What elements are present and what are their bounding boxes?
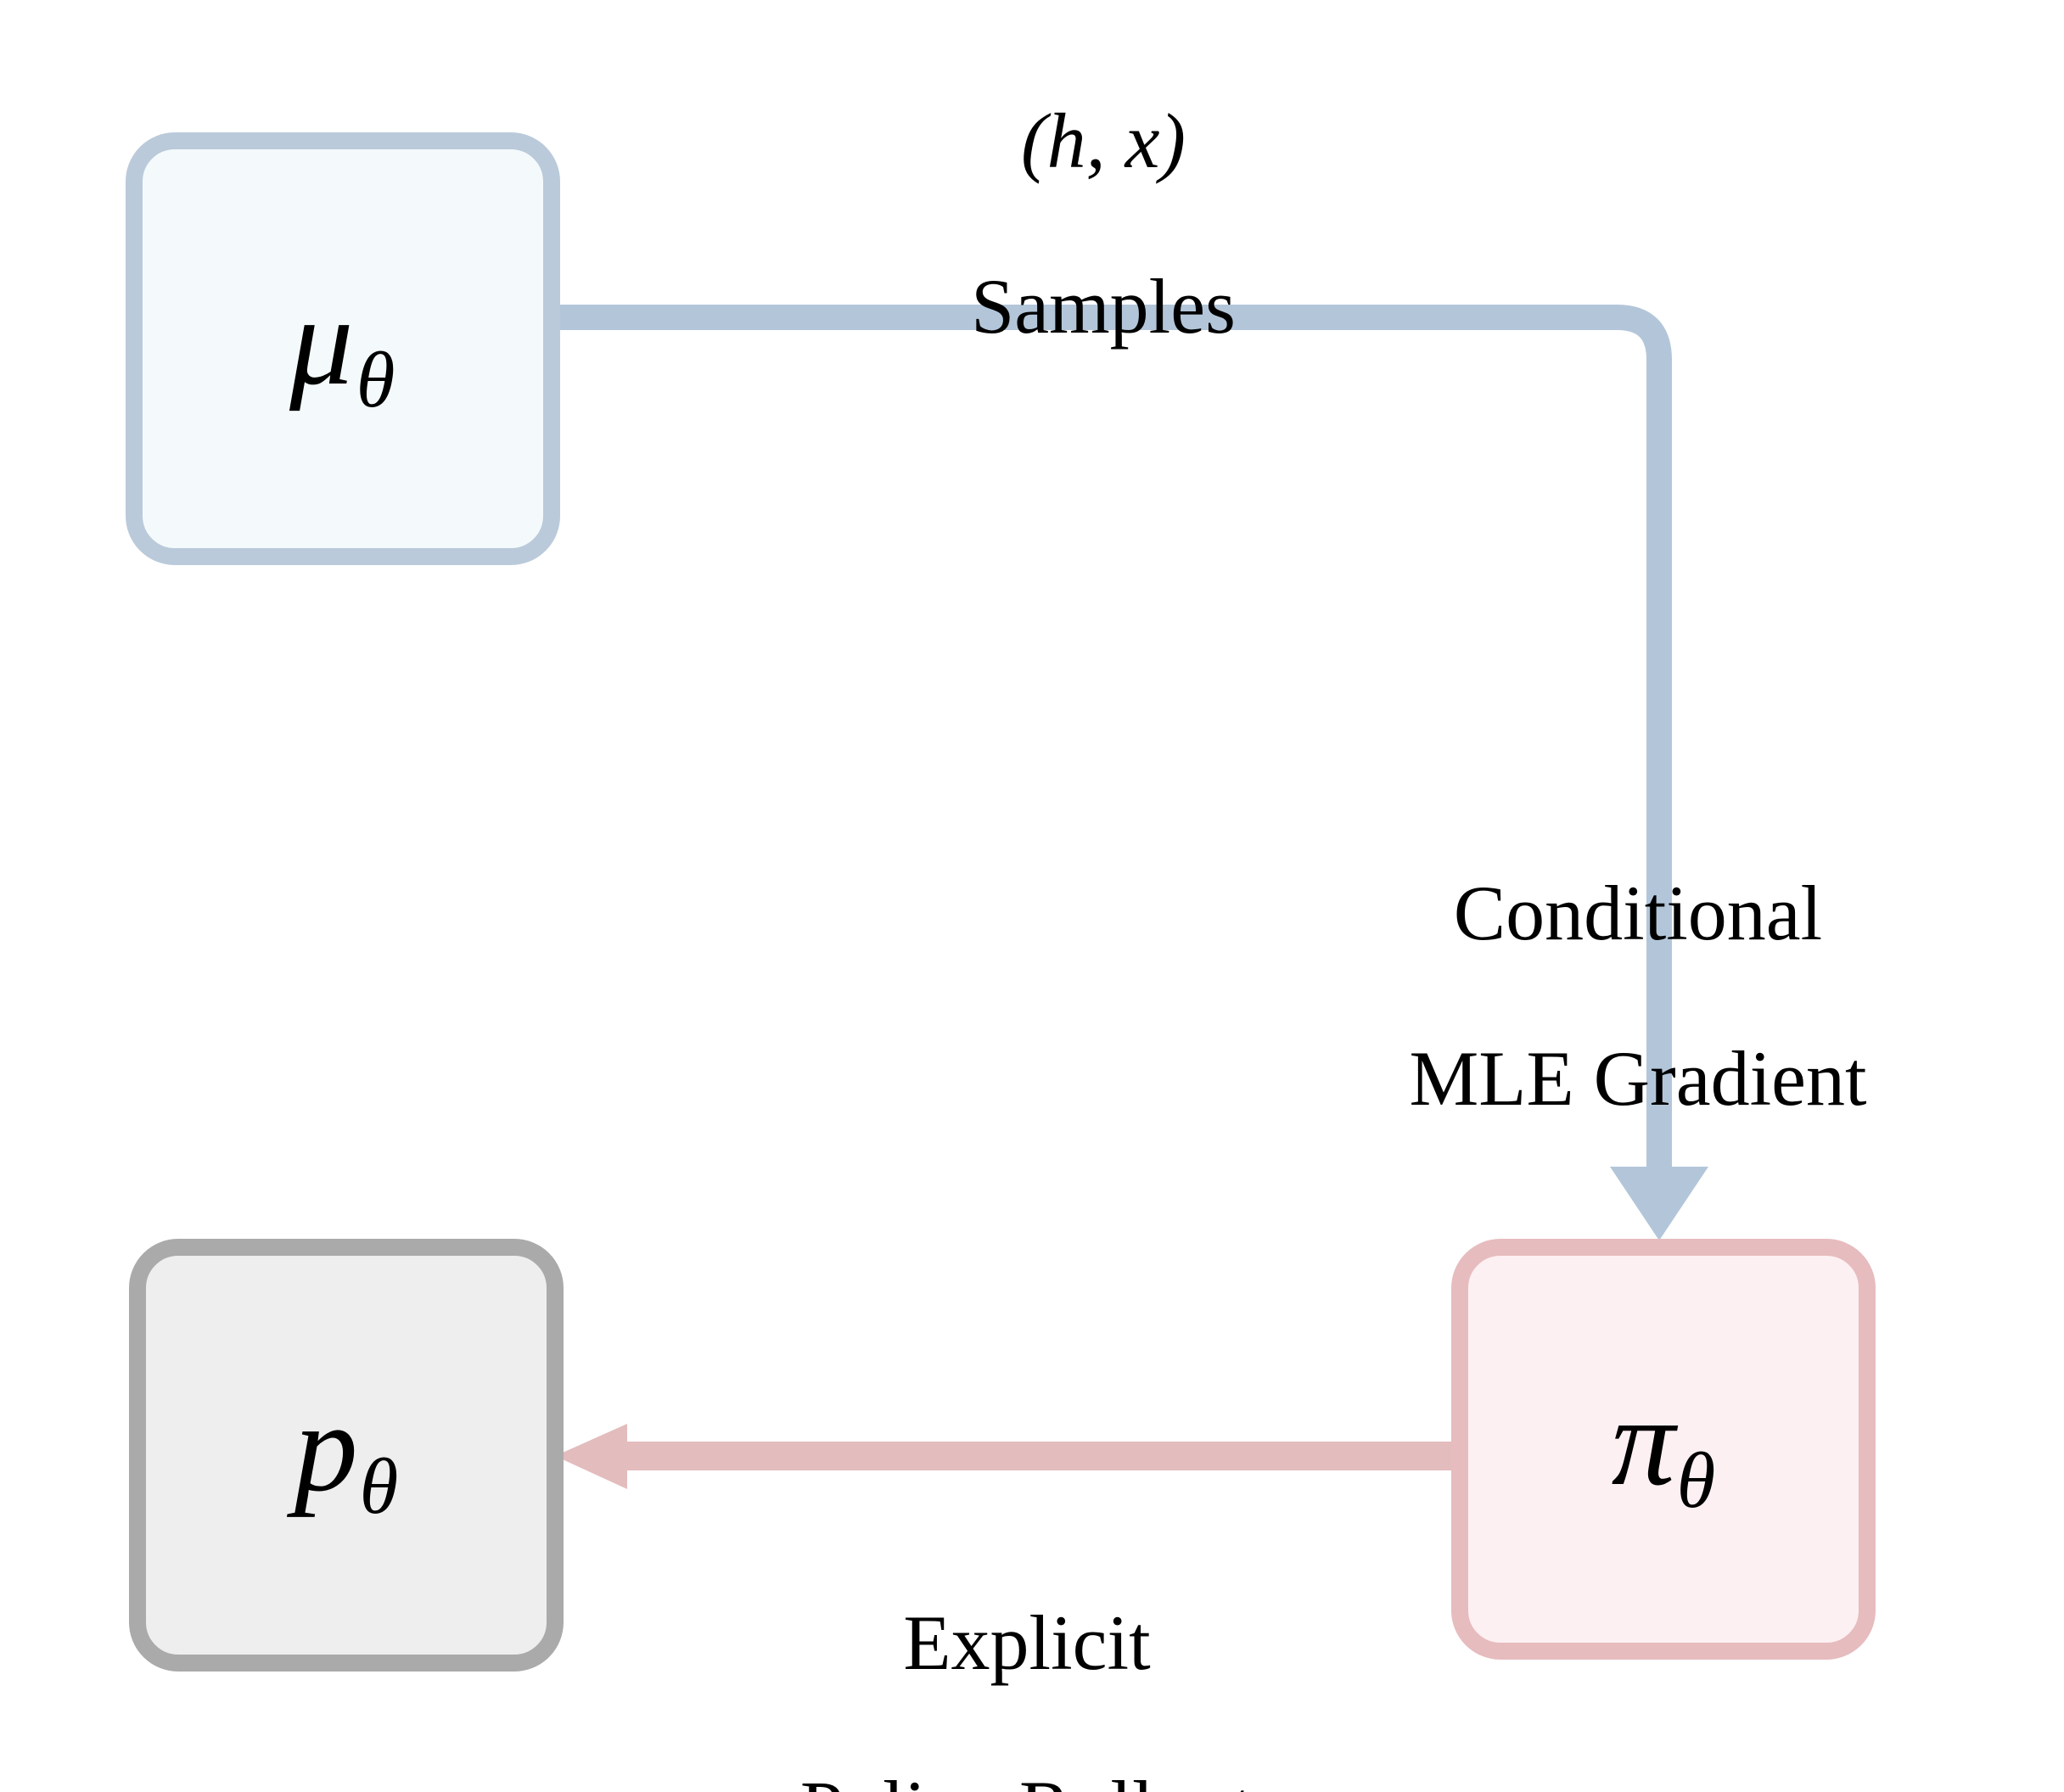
node-p-theta-label: pθ (294, 1377, 399, 1531)
edge-mu-to-pi-line (550, 305, 1672, 1184)
edge-label-mle-line2: MLE Gradient (1409, 1034, 1867, 1122)
node-pi-theta[interactable]: πθ (1451, 1239, 1876, 1660)
edge-label-explicit-policy-rollout: Explicit Policy Rollout (594, 1519, 1460, 1792)
edge-label-samples-math: (h, x) (1020, 97, 1186, 184)
edge-label-conditional-mle-gradient: Conditional MLE Gradient (1231, 789, 2045, 1203)
edge-label-rollout-line1: Explicit (903, 1599, 1151, 1686)
node-p-theta[interactable]: pθ (129, 1239, 564, 1672)
edge-pi-to-p-arrowhead (555, 1424, 627, 1489)
edge-label-mle-line1: Conditional (1453, 869, 1823, 956)
edge-label-samples: (h, x) Samples (764, 17, 1443, 431)
edge-pi-to-p (555, 1424, 1453, 1489)
edge-label-samples-text: Samples (971, 262, 1236, 350)
node-mu-theta[interactable]: μθ (126, 132, 560, 565)
edge-label-rollout-line2: Policy Rollout (594, 1767, 1460, 1792)
node-mu-theta-label: μθ (289, 271, 396, 424)
edge-mu-to-pi-arrowhead (1610, 1167, 1708, 1240)
edge-mu-to-pi (550, 305, 1708, 1240)
node-pi-theta-label: πθ (1611, 1371, 1716, 1525)
